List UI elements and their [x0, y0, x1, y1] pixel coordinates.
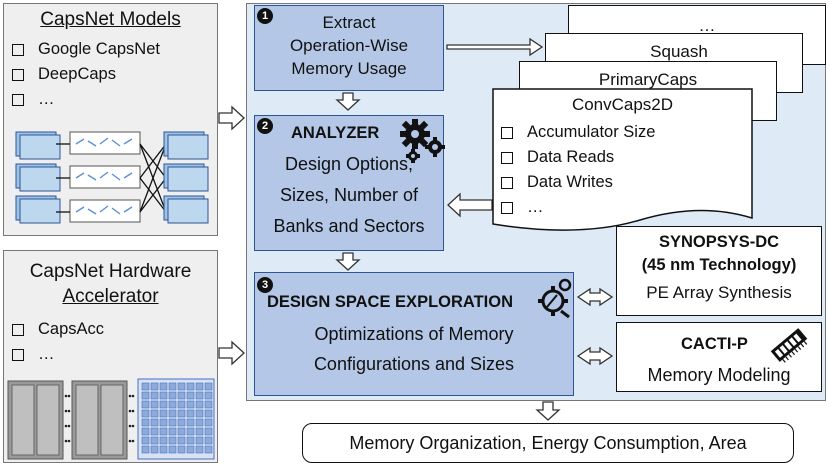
synopsys-line1: SYNOPSYS-DC: [658, 233, 780, 251]
checkbox-icon: [12, 93, 24, 106]
hardware-accelerator-panel: CapsNet Hardware Accelerator CapsAcc …: [3, 250, 218, 463]
step2-line3: Banks and Sectors: [273, 216, 425, 236]
list-item: …: [12, 342, 104, 367]
gears-icon: [400, 119, 445, 163]
synopsys-line3: PE Array Synthesis: [646, 283, 792, 302]
list-item: Data Writes: [501, 170, 655, 195]
step1-line1: Extract: [322, 13, 376, 32]
accelerator-illustration: [7, 378, 215, 460]
list-item: Data Reads: [501, 145, 655, 170]
step3-badge: 3: [257, 277, 273, 293]
capsnet-architecture-illustration: [15, 131, 209, 224]
step1-extract-box: 1 Extract Operation-Wise Memory Usage: [254, 5, 444, 91]
output-label: Memory Organization, Energy Consumption,…: [349, 432, 747, 453]
capsnet-models-panel: CapsNet Models Google CapsNet DeepCaps …: [3, 3, 218, 236]
step2-badge: 2: [257, 118, 273, 134]
step1-line3: Memory Usage: [291, 59, 407, 78]
doc-front-content: ConvCaps2D Accumulator Size Data Reads D…: [493, 89, 752, 229]
gear-search-icon: [538, 278, 572, 319]
checkbox-icon: [12, 43, 24, 56]
step1-line2: Operation-Wise: [289, 36, 409, 55]
step1-badge: 1: [257, 8, 273, 24]
step3-line2: Configurations and Sizes: [313, 354, 515, 374]
step2-analyzer-box: 2 ANALYZER Design Options, Sizes, Number…: [254, 115, 445, 251]
list-item: CapsAcc: [12, 317, 104, 342]
checkbox-icon: [501, 126, 513, 139]
checkbox-icon: [12, 348, 24, 361]
step2-title: ANALYZER: [291, 124, 380, 142]
list-item: Accumulator Size: [501, 120, 655, 145]
list-item: …: [12, 87, 160, 112]
hardware-title-line2: Accelerator: [62, 286, 159, 307]
checkbox-icon: [12, 323, 24, 336]
list-item: DeepCaps: [12, 62, 160, 87]
doc-back3-label: …: [698, 16, 716, 35]
doc-front-title: ConvCaps2D: [571, 95, 674, 114]
step3-line1: Optimizations of Memory: [314, 324, 514, 344]
capsnet-models-title: CapsNet Models: [40, 9, 181, 30]
step2-line2: Sizes, Number of: [279, 185, 419, 205]
list-item: …: [501, 195, 655, 220]
doc-back2-label: Squash: [650, 42, 708, 61]
output-box: Memory Organization, Energy Consumption,…: [302, 423, 794, 463]
step2-line1: Design Options,: [284, 154, 414, 174]
checkbox-icon: [501, 151, 513, 164]
cacti-title: CACTI-P: [681, 335, 748, 353]
synopsys-line2: (45 nm Technology): [641, 256, 797, 274]
memory-chip-icon: [770, 328, 808, 363]
step3-dse-box: 3 DESIGN SPACE EXPLORATION Optimizations…: [254, 272, 574, 396]
checkbox-icon: [12, 68, 24, 81]
hardware-title-line1: CapsNet Hardware: [29, 261, 192, 282]
synopsys-box: SYNOPSYS-DC (45 nm Technology) PE Array …: [616, 226, 822, 316]
checkbox-icon: [501, 201, 513, 214]
doc-back1-label: PrimaryCaps: [598, 70, 698, 89]
cacti-subtitle: Memory Modeling: [647, 365, 791, 385]
step3-title: DESIGN SPACE EXPLORATION: [267, 293, 514, 311]
cacti-box: CACTI-P Memory Modeling: [616, 322, 822, 392]
checkbox-icon: [501, 176, 513, 189]
list-item: Google CapsNet: [12, 37, 160, 62]
